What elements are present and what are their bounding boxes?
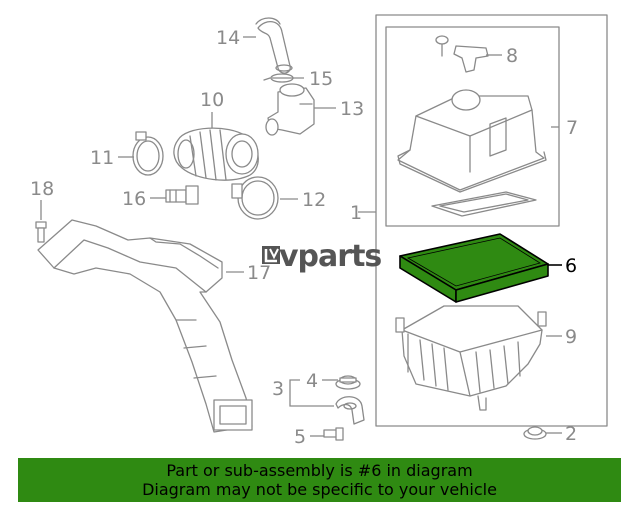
callout-2: 2 (565, 423, 577, 445)
callout-15: 15 (309, 68, 333, 90)
callout-18: 18 (30, 178, 54, 200)
callout-6: 6 (565, 255, 577, 277)
part-14-hose[interactable] (255, 17, 293, 74)
callout-12: 12 (302, 189, 326, 211)
callout-4: 4 (306, 370, 318, 392)
part-18-bolt[interactable] (35, 221, 47, 243)
banner-line-2: Diagram may not be specific to your vehi… (142, 480, 497, 499)
callout-5: 5 (294, 426, 306, 448)
part-8-clip[interactable] (435, 35, 489, 73)
watermark-text: vparts (279, 239, 381, 274)
watermark: vparts (262, 239, 382, 274)
callout-10: 10 (200, 89, 224, 111)
parts-diagram: 14 15 13 10 11 16 12 18 17 8 7 1 6 9 3 4… (30, 14, 608, 448)
part-11-clamp[interactable] (132, 131, 164, 176)
part-13-valve[interactable] (265, 83, 315, 136)
assembly-box (375, 14, 608, 427)
callout-14: 14 (216, 27, 240, 49)
callout-1: 1 (350, 202, 362, 224)
callout-8: 8 (506, 45, 518, 67)
callout-9: 9 (565, 326, 577, 348)
part-17-duct[interactable] (37, 219, 253, 433)
part-6-air-filter[interactable] (399, 233, 549, 303)
part-2-grommet[interactable] (523, 426, 547, 440)
callout-7: 7 (566, 117, 578, 139)
part-12-clamp[interactable] (231, 176, 279, 220)
info-banner: Part or sub-assembly is #6 in diagram Di… (18, 458, 621, 502)
callout-11: 11 (90, 147, 114, 169)
banner-line-1: Part or sub-assembly is #6 in diagram (166, 461, 473, 480)
part-7-upper-case[interactable] (397, 89, 547, 193)
callout-3: 3 (272, 378, 284, 400)
part-10-intake-boot[interactable] (173, 127, 259, 181)
lv-logo-icon (262, 246, 280, 264)
callout-13: 13 (340, 98, 364, 120)
gasket[interactable] (431, 191, 537, 217)
part-16-bolt[interactable] (165, 185, 199, 205)
callout-16: 16 (122, 188, 146, 210)
part-9-lower-case[interactable] (395, 305, 547, 411)
part-3-bracket[interactable] (335, 396, 365, 425)
part-5-screw[interactable] (323, 427, 344, 441)
part-4-grommet[interactable] (335, 375, 361, 390)
callout-17: 17 (247, 262, 271, 284)
leader-lines (40, 36, 562, 437)
